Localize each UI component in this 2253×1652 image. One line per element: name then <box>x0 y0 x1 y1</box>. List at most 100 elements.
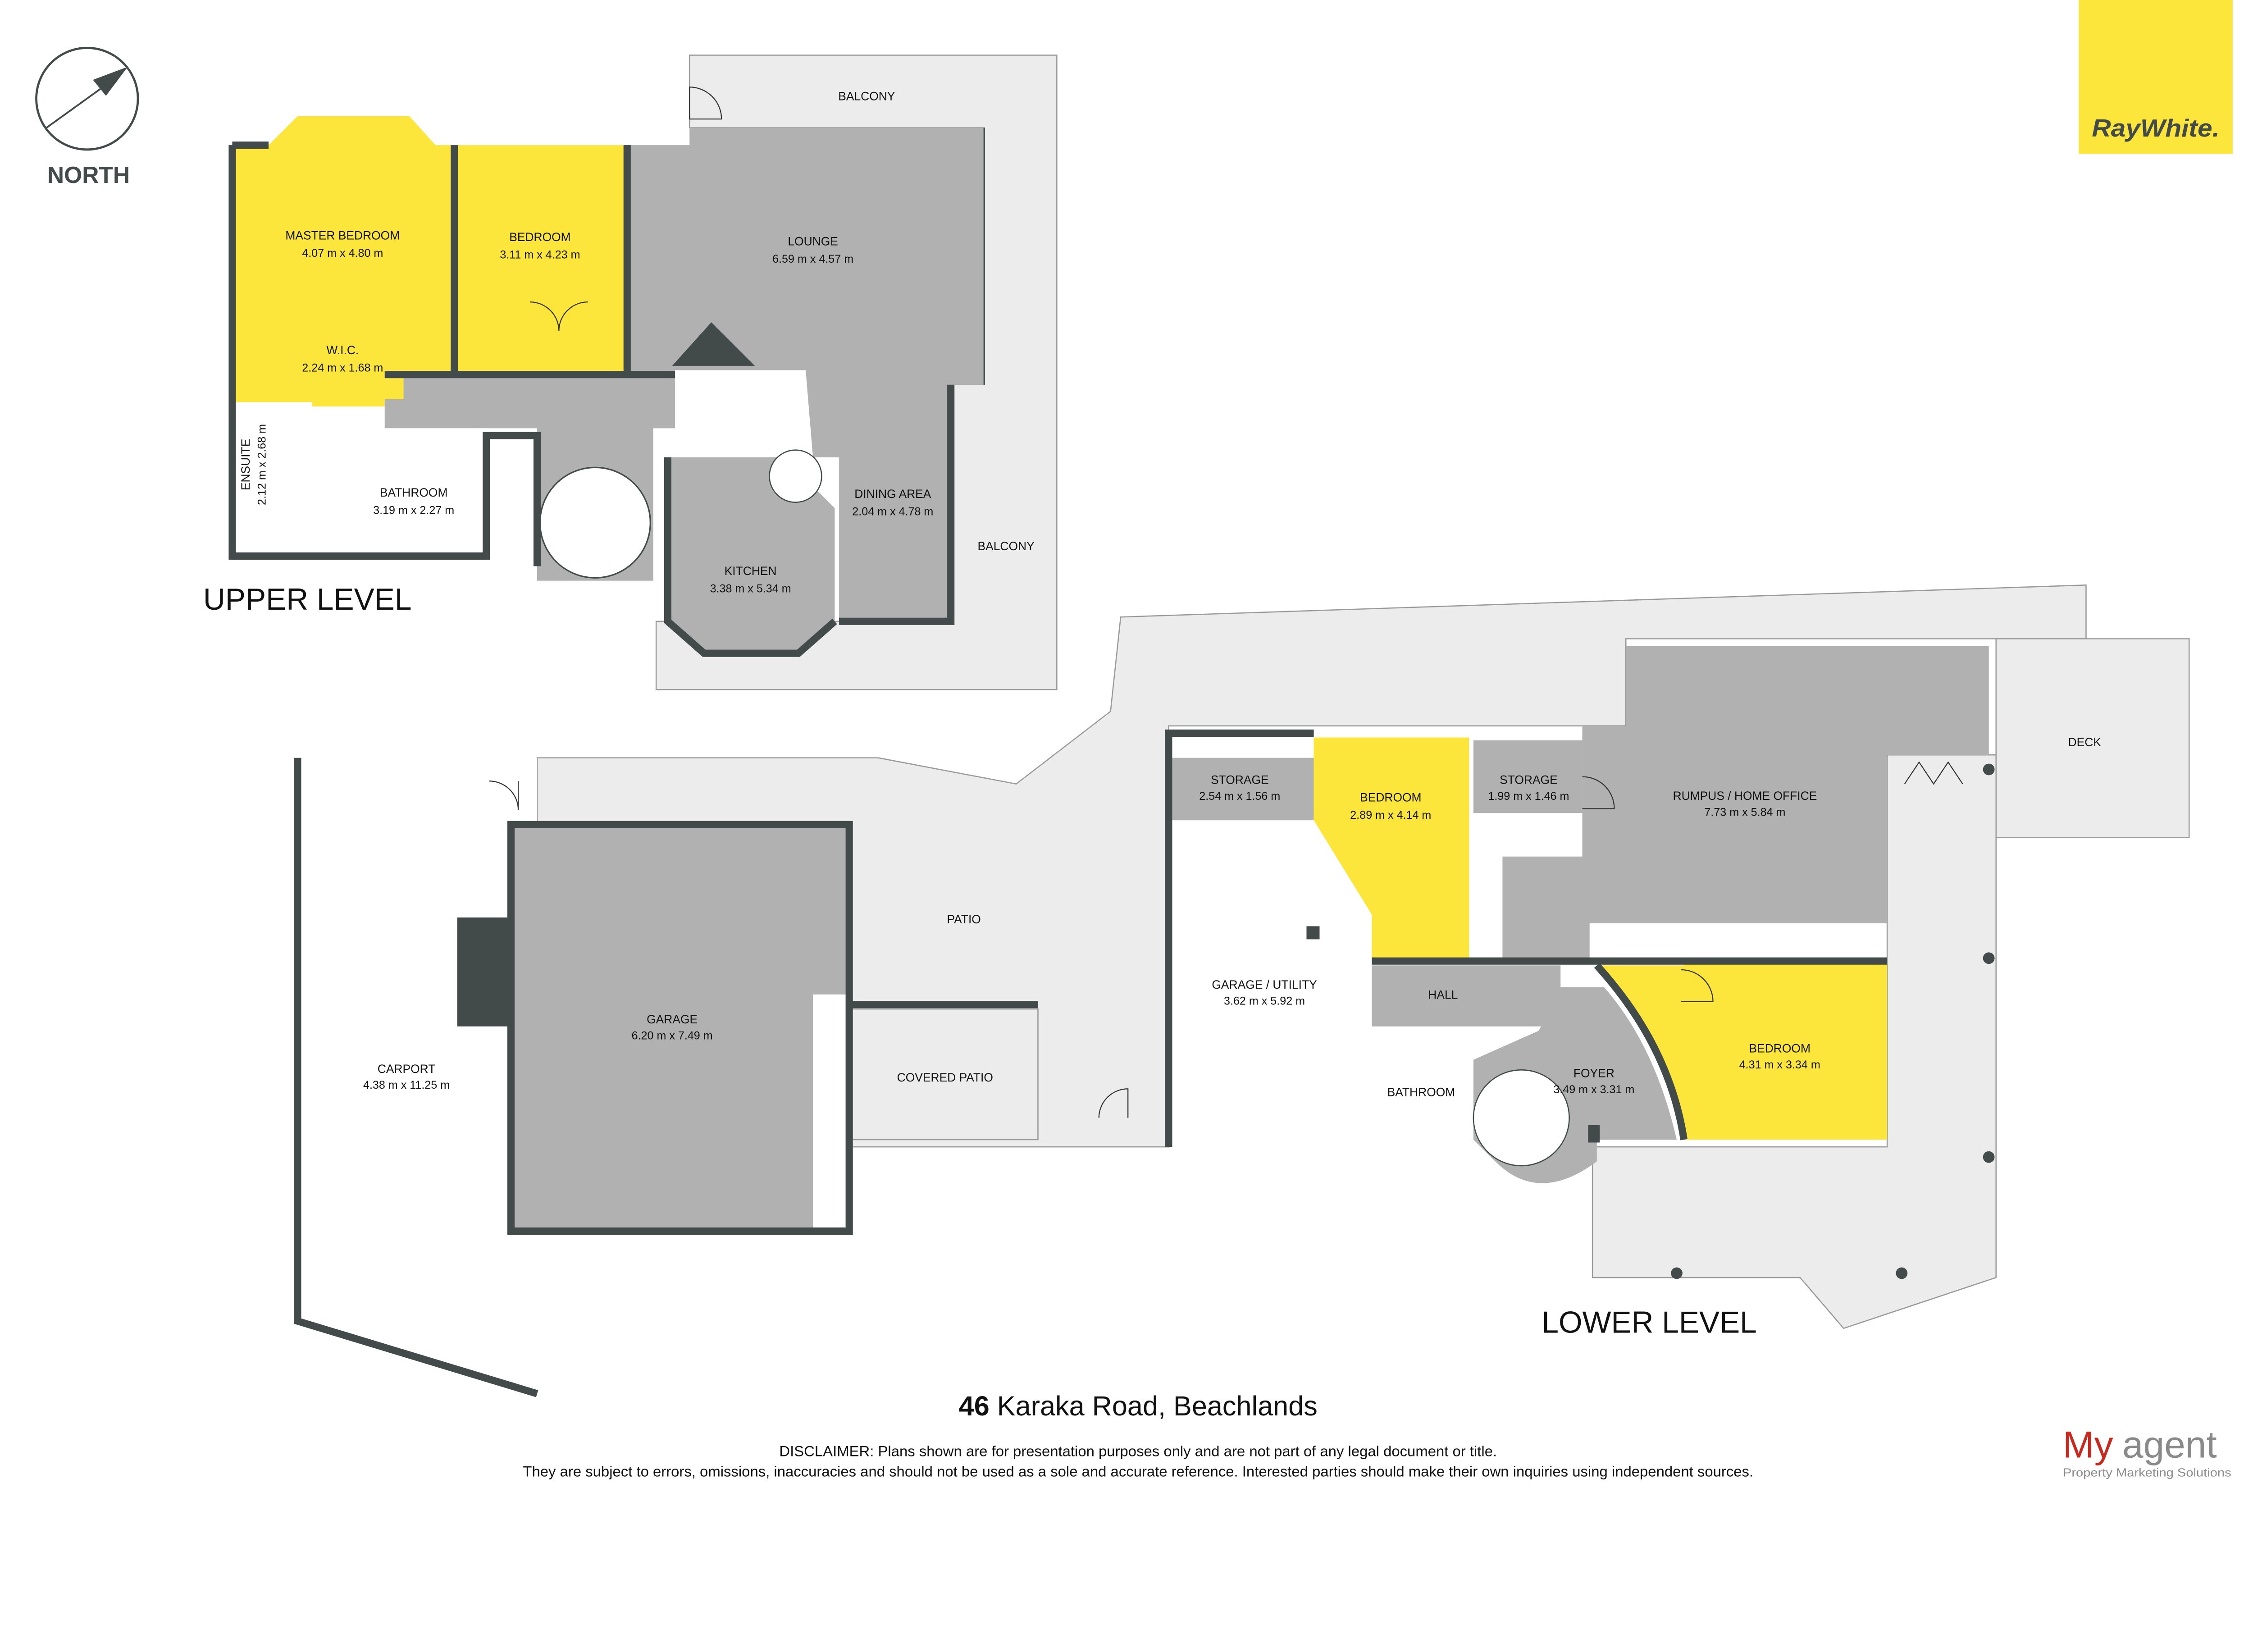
room-name: DINING AREA <box>854 487 931 501</box>
door-swing <box>489 780 519 810</box>
myagent-logo-my: My <box>2063 1424 2113 1466</box>
room-dims: 3.62 m x 5.92 m <box>1224 995 1305 1007</box>
raywhite-logo-text: RayWhite. <box>2092 114 2220 142</box>
room-dims: 4.31 m x 3.34 m <box>1739 1059 1820 1071</box>
room-name: GARAGE / UTILITY <box>1212 978 1317 991</box>
room-name: BATHROOM <box>1387 1085 1455 1099</box>
room-dims: 2.04 m x 4.78 m <box>852 506 933 518</box>
room-name: MASTER BEDROOM <box>285 229 400 242</box>
garage-wall <box>507 821 853 1235</box>
covered-patio-area <box>848 1008 1039 1141</box>
bedroom-lower-area <box>1313 737 1469 958</box>
compass-label: NORTH <box>47 162 130 188</box>
room-dims: 3.38 m x 5.34 m <box>710 582 791 595</box>
garage-wall-stub <box>457 917 508 1027</box>
raywhite-logo: RayWhite. <box>2079 0 2233 154</box>
room-name: LOUNGE <box>788 234 838 248</box>
wardrobe-doors <box>529 301 588 331</box>
room-dims: 4.38 m x 11.25 m <box>363 1079 450 1091</box>
north-arrow-icon <box>93 67 128 96</box>
room-dims: 2.24 m x 1.68 m <box>302 362 383 374</box>
address-street: Karaka Road, Beachlands <box>990 1391 1318 1421</box>
lower-wall <box>1165 729 1314 1147</box>
room-name: KITCHEN <box>725 564 777 578</box>
deck-lower-area <box>1592 754 1997 1329</box>
foyer-spiral-stair <box>1473 1069 1570 1167</box>
lower-level-labels: CARPORT 4.38 m x 11.25 m GARAGE 6.20 m x… <box>363 735 2101 1340</box>
kitchen-area <box>667 457 835 653</box>
rumpus-area <box>1502 646 1989 958</box>
room-dims: 2.89 m x 4.14 m <box>1350 809 1431 821</box>
room-name: DECK <box>2068 735 2102 749</box>
upper-level-labels: MASTER BEDROOM 4.07 m x 4.80 m BEDROOM 3… <box>203 89 1035 616</box>
room-name: BALCONY <box>838 89 895 103</box>
column <box>1588 1125 1600 1143</box>
level-title: UPPER LEVEL <box>203 583 411 616</box>
bathroom-lower-area <box>1372 1031 1473 1140</box>
raywhite-logo-box <box>2079 0 2233 154</box>
room-name: BEDROOM <box>1360 790 1421 804</box>
room-dims: 1.99 m x 1.46 m <box>1488 790 1569 803</box>
disclaimer-line-2: They are subject to errors, omissions, i… <box>523 1463 1753 1479</box>
room-dims: 2.12 m x 2.68 m <box>256 424 269 505</box>
deck-post <box>1671 1267 1683 1279</box>
wic-area <box>280 333 404 399</box>
myagent-tagline: Property Marketing Solutions <box>2063 1466 2231 1479</box>
room-name: GARAGE <box>647 1013 698 1026</box>
column <box>1306 926 1320 940</box>
room-name: CARPORT <box>378 1062 436 1076</box>
fireplace <box>672 322 755 366</box>
hall-area <box>1372 965 1561 1027</box>
deck-post <box>1983 763 1995 776</box>
deck-post <box>1896 1267 1908 1279</box>
door-swing <box>1098 1088 1129 1118</box>
carport-wall <box>294 758 538 1397</box>
myagent-logo: My agent Property Marketing Solutions <box>2063 1424 2231 1479</box>
north-compass: NORTH <box>35 46 139 188</box>
room-name: BATHROOM <box>380 486 448 499</box>
door-swing <box>1582 776 1615 809</box>
room-dims: 3.49 m x 3.31 m <box>1553 1083 1634 1096</box>
upper-wall <box>228 145 541 566</box>
spiral-stair <box>539 466 651 579</box>
address-number: 46 <box>959 1391 990 1421</box>
lounge-dining-area <box>384 128 985 621</box>
dining-table <box>769 449 822 503</box>
ensuite-area <box>188 402 312 556</box>
door-swing <box>689 87 722 120</box>
room-name: BALCONY <box>977 539 1035 553</box>
bathroom-area <box>312 428 487 556</box>
lower-level-plan <box>294 584 2190 1397</box>
level-title: LOWER LEVEL <box>1542 1305 1756 1339</box>
room-dims: 4.07 m x 4.80 m <box>302 247 383 260</box>
room-dims: 2.54 m x 1.56 m <box>1199 790 1280 803</box>
room-name: RUMPUS / HOME OFFICE <box>1673 789 1817 803</box>
room-dims: 3.11 m x 4.23 m <box>500 248 580 261</box>
room-name: ENSUITE <box>239 439 252 490</box>
room-name: BEDROOM <box>509 230 570 244</box>
upper-wall <box>664 457 837 657</box>
compass-circle <box>35 46 139 151</box>
room-name: W.I.C. <box>326 343 359 357</box>
deck-post <box>1983 952 1995 964</box>
room-name: BEDROOM <box>1749 1042 1811 1055</box>
storage-2-area <box>1473 740 1583 813</box>
door-swing <box>1681 969 1714 1003</box>
disclaimer-line-1: DISCLAIMER: Plans shown are for presenta… <box>779 1442 1497 1459</box>
property-address: 46 Karaka Road, Beachlands <box>959 1391 1318 1421</box>
room-name: FOYER <box>1573 1066 1614 1080</box>
bedroom-2-area <box>1596 958 1888 1140</box>
curved-wall <box>1594 963 1688 1141</box>
storage-area <box>1168 758 1314 821</box>
floor-plan: NORTH RayWhite. MASTER BEDROOM 4.07 m x … <box>35 0 2233 1479</box>
garage-utility-area <box>1168 820 1372 1140</box>
garage-area <box>511 824 849 1231</box>
room-dims: 6.59 m x 4.57 m <box>772 253 853 265</box>
room-name: HALL <box>1428 988 1458 1001</box>
room-name: COVERED PATIO <box>897 1071 993 1084</box>
room-dims: 6.20 m x 7.49 m <box>632 1030 713 1042</box>
deck-post <box>1983 1151 1995 1163</box>
room-dims: 3.19 m x 2.27 m <box>373 504 454 516</box>
room-name: STORAGE <box>1211 773 1269 787</box>
upper-wall <box>839 384 955 625</box>
